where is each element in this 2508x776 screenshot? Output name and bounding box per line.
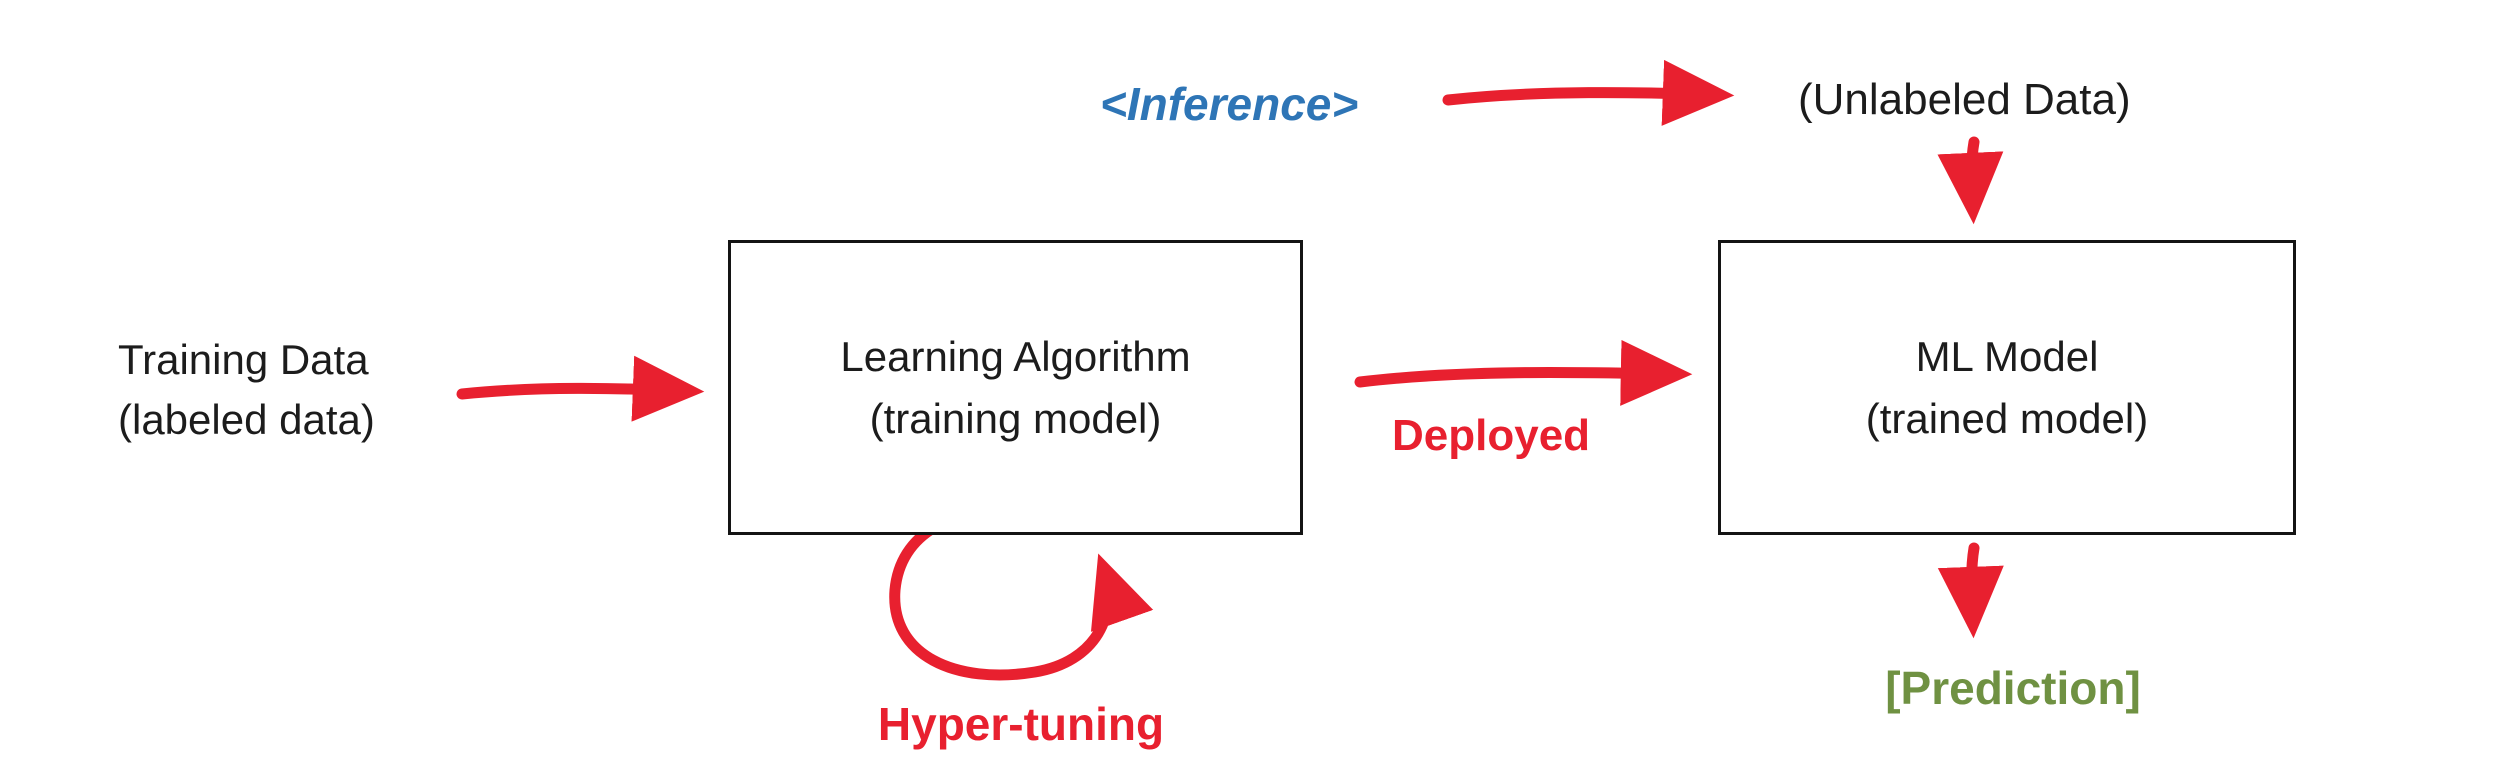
training-data-label: Training Data (labeled data) [118, 330, 375, 450]
unlabeled-data-label: (Unlabeled Data) [1798, 75, 2131, 124]
training-data-line2: (labeled data) [118, 396, 375, 443]
arrow-inference-to-unlabeled [1442, 59, 1735, 126]
ml-model-line2: (trained model) [1865, 394, 2149, 442]
inference-label: <Inference> [1100, 78, 1359, 130]
ml-model-line1: ML Model [1915, 332, 2099, 380]
arrow-deployed [1354, 339, 1693, 406]
arrow-training-to-algorithm [456, 355, 705, 422]
ml-model-box: ML Model (trained model) [1718, 240, 2296, 535]
deployed-label: Deployed [1392, 411, 1591, 460]
arrow-model-to-prediction [1937, 542, 2004, 639]
hyper-tuning-label: Hyper-tuning [877, 698, 1165, 750]
learning-algorithm-line1: Learning Algorithm [840, 332, 1191, 380]
learning-algorithm-line2: (training model) [869, 394, 1162, 442]
learning-algorithm-box: Learning Algorithm (training model) [728, 240, 1303, 535]
prediction-label: [Prediction] [1885, 662, 2141, 714]
training-data-line1: Training Data [118, 336, 369, 383]
arrow-unlabeled-to-model [1937, 136, 2004, 225]
